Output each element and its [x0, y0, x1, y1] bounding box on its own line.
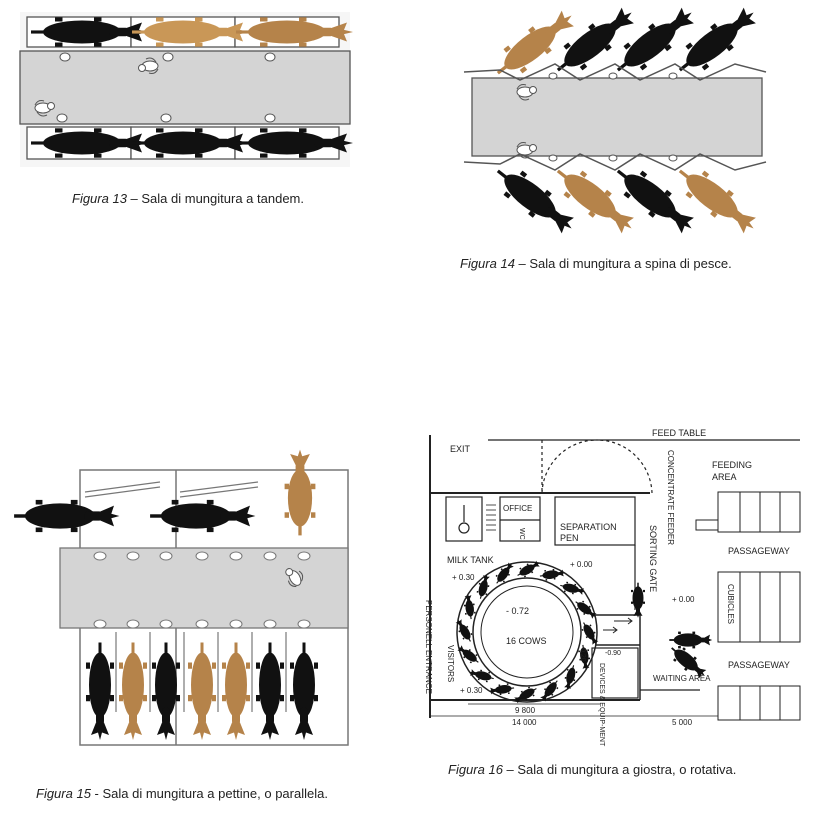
label-visitors-level: + 0.30 [460, 686, 483, 695]
caption-number: Figura 13 [72, 191, 127, 206]
caption-text: Sala di mungitura a pettine, o parallela… [102, 786, 328, 801]
label-devices-level-2: -0.90 [605, 650, 621, 657]
label-milk-level: + 0.30 [452, 573, 475, 582]
label-devices: DEVICES & EQUIP-MENT [598, 663, 605, 747]
herringbone-top-cows [488, 0, 764, 86]
office-room [499, 496, 541, 542]
caption-sep: - [90, 786, 103, 801]
rotary-inner-ring [472, 577, 582, 687]
caption-figure-16: Figura 16 – Sala di mungitura a giostra,… [448, 762, 736, 777]
label-wc: WC [518, 528, 525, 540]
figure-15-parallel [14, 449, 349, 746]
feeding-stalls [695, 491, 801, 533]
cow-black [669, 631, 713, 649]
cow-brown [119, 642, 147, 740]
rotary-cow [539, 567, 566, 582]
label-passageway-bottom: PASSAGEWAY [728, 660, 790, 670]
label-waiting-area: WAITING AREA [653, 674, 711, 683]
parallel-pit [59, 547, 349, 629]
label-personell-entrance: PERSONELL ENTRANCE [424, 600, 433, 694]
label-visitors: VISITORS [446, 645, 455, 682]
caption-figure-14: Figura 14 – Sala di mungitura a spina di… [460, 256, 732, 271]
label-dim-5000: 5 000 [672, 718, 693, 727]
label-dim-14000: 14 000 [512, 718, 537, 727]
cow-black [86, 642, 114, 740]
cow-black [150, 499, 256, 533]
caption-number: Figura 15 [36, 786, 91, 801]
label-cows: 16 COWS [506, 636, 547, 646]
rotary-cows [453, 558, 601, 706]
label-devices-level: 0.20 [579, 648, 586, 662]
label-separation-pen-2: PEN [560, 533, 579, 543]
figure-16-rotary-plan: FEED TABLE EXIT OFFICE WC MILK TANK + 0.… [424, 428, 801, 747]
caption-figure-15: Figura 15 - Sala di mungitura a pettine,… [36, 786, 328, 801]
herringbone-bottom-cows [488, 158, 764, 241]
cow-black [488, 158, 582, 241]
label-dim-9800: 9 800 [515, 706, 536, 715]
label-sep-level: + 0.00 [570, 560, 593, 569]
milk-tank-room [445, 496, 483, 542]
parallel-stall-dividers [115, 632, 287, 712]
tandem-top-cows [31, 17, 353, 47]
caption-sep: – [126, 191, 142, 206]
label-right-level: + 0.00 [672, 595, 695, 604]
cow-brown [670, 158, 764, 241]
parallel-milking-units-top [93, 551, 311, 561]
caption-text: Sala di mungitura a giostra, o rotativa. [517, 762, 737, 777]
label-cubicles: CUBICLES [726, 584, 735, 624]
label-office: OFFICE [503, 504, 532, 513]
stairs [486, 504, 496, 531]
label-sorting-gate: SORTING GATE [648, 525, 658, 592]
label-feeding-area-2: AREA [712, 472, 737, 482]
label-pit-level: - 0.72 [506, 606, 529, 616]
herringbone-milking-units [548, 72, 678, 162]
tandem-milking-units [56, 52, 276, 123]
cow-brown [284, 449, 316, 536]
herringbone-bottom-rail [463, 153, 767, 171]
label-passageway-top: PASSAGEWAY [728, 546, 790, 556]
herringbone-top-rail [463, 63, 767, 81]
parallel-milking-units-bottom [93, 619, 311, 629]
cow-brown [188, 642, 216, 740]
figure-14-herringbone [463, 0, 767, 241]
rotary-cow [462, 593, 477, 620]
herringbone-pit [471, 77, 763, 157]
caption-text: Sala di mungitura a spina di pesce. [529, 256, 732, 271]
cow-black [290, 642, 318, 740]
cow-black [256, 642, 284, 740]
tandem-bottom-cows [31, 128, 353, 158]
caption-figure-13: Figura 13 – Sala di mungitura a tandem. [72, 191, 304, 206]
parallel-cows [86, 642, 318, 740]
caption-number: Figura 14 [460, 256, 515, 271]
label-concentrate-feeder: CONCENTRATE FEEDER [666, 450, 675, 545]
rotary-pit [480, 585, 574, 679]
caption-text: Sala di mungitura a tandem. [141, 191, 304, 206]
rotary-cow [488, 682, 515, 697]
caption-sep: – [514, 256, 530, 271]
parallel-entry-rails [84, 481, 259, 498]
cubicles [717, 571, 801, 643]
caption-number: Figura 16 [448, 762, 503, 777]
cow-brown [222, 642, 250, 740]
label-milk-tank: MILK TANK [447, 555, 494, 565]
cow-black [631, 582, 645, 618]
tandem-pit [19, 50, 351, 125]
figure-13-tandem [19, 12, 353, 167]
label-exit: EXIT [450, 444, 471, 454]
label-feeding-area: FEEDING [712, 460, 752, 470]
label-separation-pen: SEPARATION [560, 522, 617, 532]
caption-sep: – [502, 762, 518, 777]
cow-black [14, 499, 120, 533]
label-feed-table: FEED TABLE [652, 428, 706, 438]
rotary-outer-ring [456, 561, 598, 703]
separation-pen [554, 496, 636, 546]
